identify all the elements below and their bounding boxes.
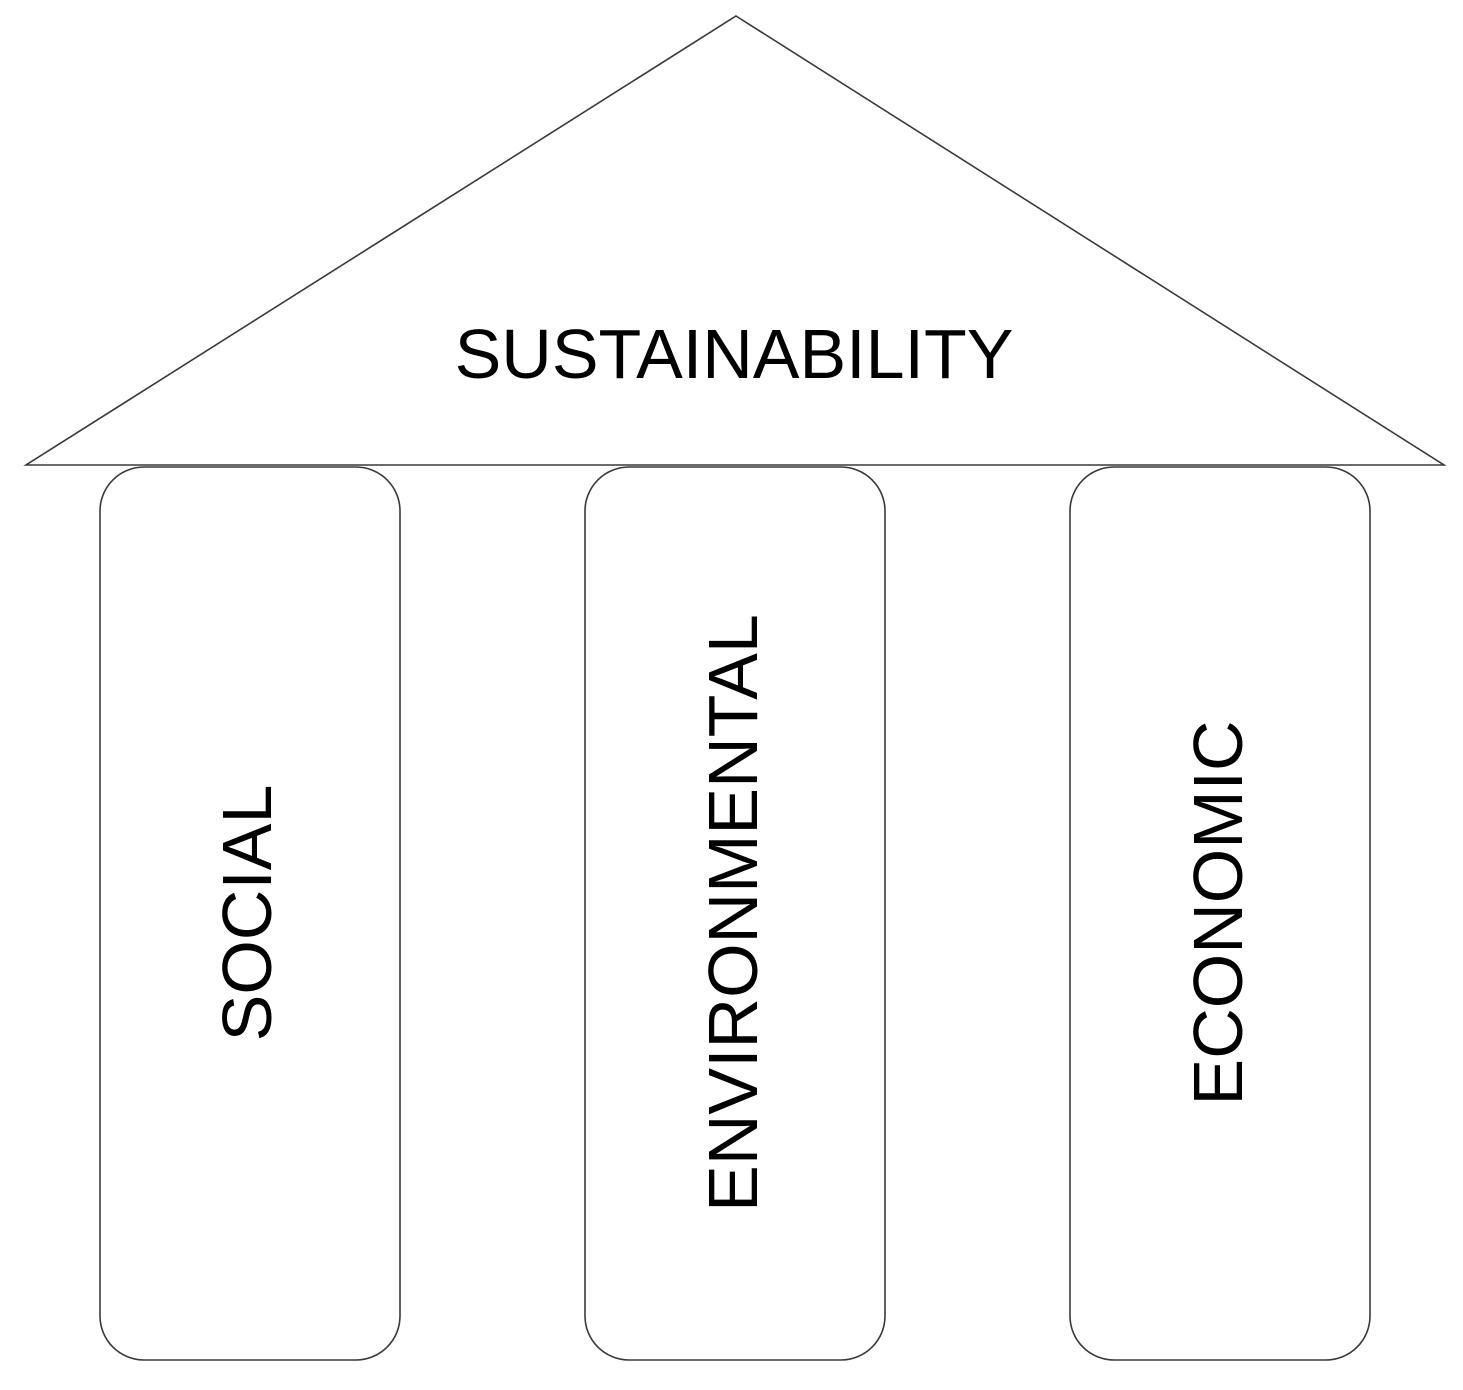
pillar-environmental: ENVIRONMENTAL [584, 466, 886, 1361]
roof: SUSTAINABILITY [23, 15, 1447, 466]
pillar-economic: ECONOMIC [1069, 466, 1371, 1361]
roof-label: SUSTAINABILITY [455, 315, 1014, 393]
pillar-social-shape [99, 466, 401, 1361]
pillar-social-label: SOCIAL [208, 785, 286, 1042]
pillar-economic-label: ECONOMIC [1179, 721, 1257, 1106]
pillar-environmental-label: ENVIRONMENTAL [694, 614, 772, 1212]
pillar-social: SOCIAL [99, 466, 401, 1361]
roof-triangle [23, 15, 1447, 466]
pillar-environmental-shape [584, 466, 886, 1361]
pillar-economic-shape [1069, 466, 1371, 1361]
